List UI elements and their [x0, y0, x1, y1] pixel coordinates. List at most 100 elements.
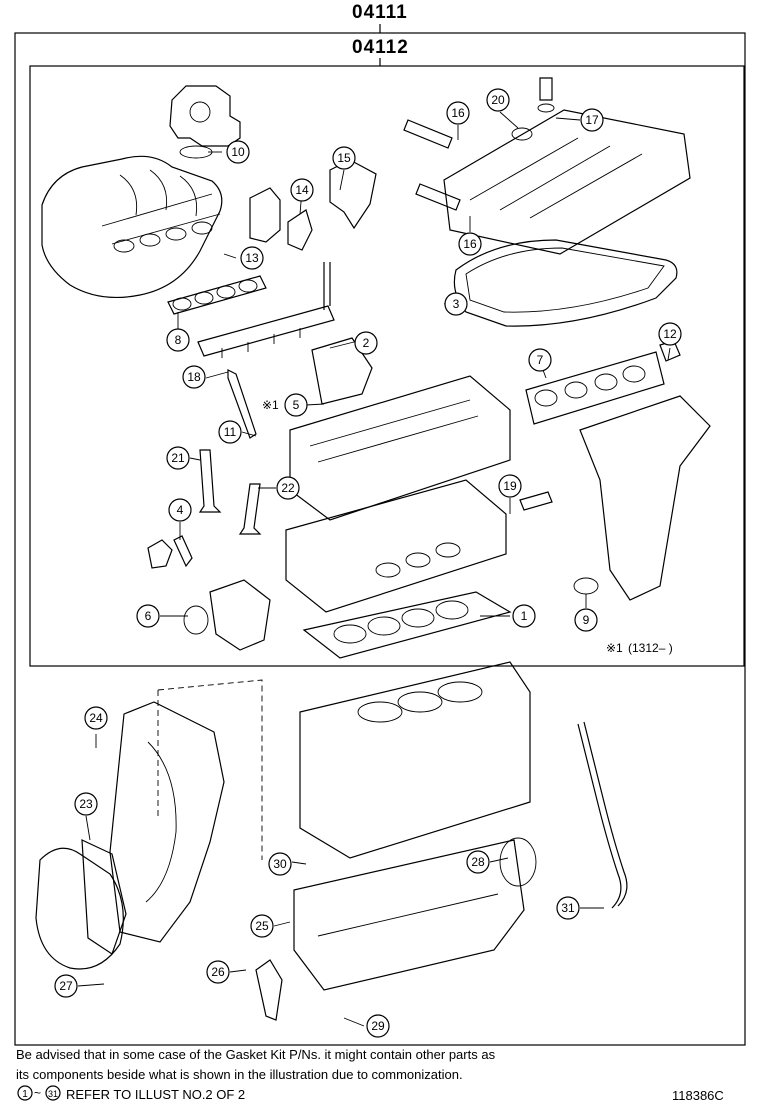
callout-number: 12 — [663, 327, 677, 341]
callout-circle — [486, 88, 510, 112]
callout-number: 1 — [521, 609, 528, 623]
callout-circle — [218, 420, 242, 444]
callout-circle — [226, 140, 250, 164]
callout-number: 3 — [453, 297, 460, 311]
assembly-code: 04111 — [352, 2, 408, 23]
callout-c8: 8 — [166, 328, 190, 352]
head-gasket-drawing — [302, 591, 512, 659]
callout-circle — [290, 178, 314, 202]
callout-circle — [240, 246, 264, 270]
head-cover-gasket-drawing — [453, 239, 678, 327]
range-start-symbol: 1 — [17, 1085, 33, 1101]
cylinder-head-cover-drawing — [403, 77, 691, 255]
callout-circle — [446, 101, 470, 125]
callout-circle — [444, 292, 468, 316]
callout-c16a: 16 — [446, 101, 470, 125]
callout-c11: 11 — [218, 420, 242, 444]
callout-number: 15 — [337, 151, 351, 165]
range-end-number: 31 — [48, 1089, 58, 1099]
callout-circle — [268, 852, 292, 876]
callout-circle — [466, 850, 490, 874]
callout-number: 6 — [145, 609, 152, 623]
callout-number: 31 — [561, 901, 575, 915]
callout-c5: 5※1 — [262, 393, 308, 417]
callout-circle — [528, 348, 552, 372]
water-pump-drawing — [35, 839, 127, 970]
inset-note-text: (1312– ) — [628, 641, 673, 655]
callout-circle — [250, 914, 274, 938]
callout-circle — [574, 608, 598, 632]
callout-c15: 15 — [332, 146, 356, 170]
range-start-number: 1 — [22, 1089, 28, 1100]
callout-circle — [366, 1014, 390, 1038]
dipstick-drawing — [577, 721, 628, 909]
callout-c16b: 16 — [458, 232, 482, 256]
kit-code: 04112 — [352, 37, 409, 58]
callout-c18: 18 — [182, 365, 206, 389]
callout-number: 21 — [171, 451, 185, 465]
callout-layer: 12345※1678910111213141516161718192021222… — [54, 88, 682, 1038]
advisory-line-1: Be advised that in some case of the Gask… — [16, 1047, 496, 1062]
callout-circle — [74, 792, 98, 816]
callout-number: 16 — [463, 237, 477, 251]
inset-note-marker: ※1 — [606, 641, 623, 655]
callout-c13: 13 — [240, 246, 264, 270]
callout-c28: 28 — [466, 850, 490, 874]
callout-circle — [166, 446, 190, 470]
callout-c3: 3 — [444, 292, 468, 316]
range-end-symbol: 31 — [45, 1085, 61, 1101]
callout-c25: 25 — [250, 914, 274, 938]
exhaust-manifold-drawing — [525, 340, 711, 601]
callout-circle — [512, 604, 536, 628]
callout-number: 11 — [224, 425, 237, 439]
intake-gasket-drawing — [167, 275, 267, 315]
intake-manifold-drawing — [41, 155, 223, 299]
callout-c2: 2 — [354, 331, 378, 355]
callout-number: 23 — [79, 797, 93, 811]
leader-lines — [77, 111, 671, 1027]
callout-number: 25 — [255, 919, 269, 933]
callout-circle — [498, 474, 522, 498]
callout-circle — [354, 331, 378, 355]
callout-c26: 26 — [206, 960, 230, 984]
callout-circle — [458, 232, 482, 256]
oil-pump-area-drawing — [183, 577, 599, 651]
timing-cover-drawing — [109, 679, 263, 943]
fuel-rail-drawing — [197, 262, 335, 358]
callout-number: 29 — [371, 1019, 385, 1033]
callout-number: 7 — [537, 353, 544, 367]
outer-frame — [14, 24, 746, 1046]
callout-c7: 7 — [528, 348, 552, 372]
refer-text: REFER TO ILLUST NO.2 OF 2 — [66, 1087, 246, 1102]
advisory-line-2: its components beside what is shown in t… — [16, 1067, 463, 1082]
callout-c9: 9 — [574, 608, 598, 632]
callout-circle — [54, 974, 78, 998]
callout-number: 9 — [583, 613, 590, 627]
callout-number: 13 — [245, 251, 259, 265]
valves-drawing — [147, 337, 553, 569]
callout-circle — [284, 393, 308, 417]
callout-circle — [658, 322, 682, 346]
callout-circle — [206, 960, 230, 984]
callout-c22: 22 — [276, 476, 300, 500]
callout-c29: 29 — [366, 1014, 390, 1038]
callout-circle — [580, 108, 604, 132]
callout-circle — [332, 146, 356, 170]
illustration-id: 118386C — [672, 1088, 724, 1103]
callout-c27: 27 — [54, 974, 78, 998]
callout-c24: 24 — [84, 706, 108, 730]
callout-c6: 6 — [136, 604, 160, 628]
callout-c17: 17 — [580, 108, 604, 132]
callout-number: 18 — [187, 370, 201, 384]
callout-number: 24 — [89, 711, 103, 725]
callout-number: 19 — [503, 479, 517, 493]
callout-circle — [84, 706, 108, 730]
cylinder-head-drawing — [285, 375, 511, 613]
callout-number: 20 — [491, 93, 505, 107]
callout-c10: 10 — [226, 140, 250, 164]
callout-number: 17 — [585, 113, 599, 127]
callout-c19: 19 — [498, 474, 522, 498]
callout-c14: 14 — [290, 178, 314, 202]
callout-circle — [168, 498, 192, 522]
